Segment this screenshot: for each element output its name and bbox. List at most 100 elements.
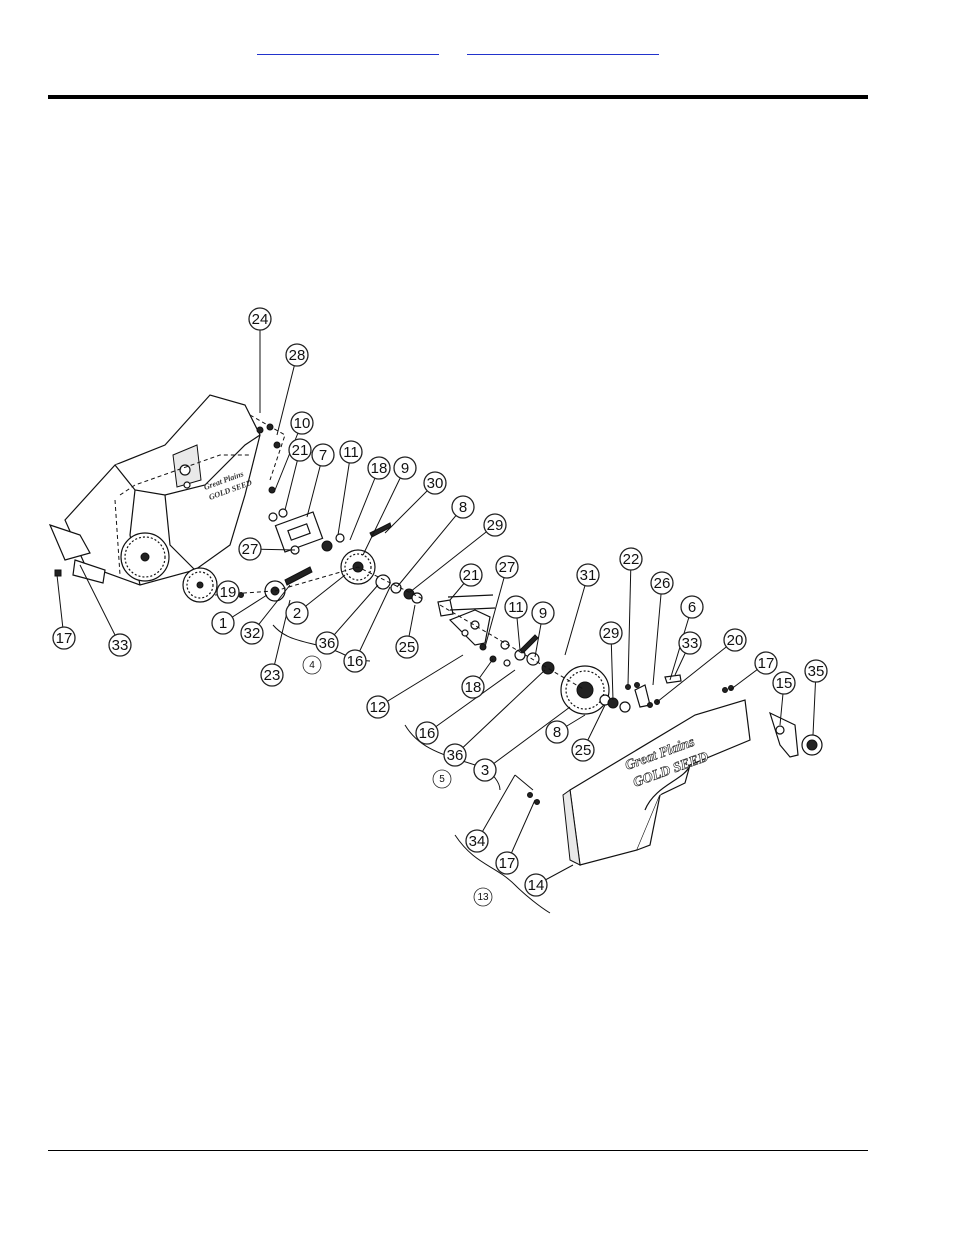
assembly-callout-circle <box>302 655 322 675</box>
callout-leader-28 <box>276 354 298 436</box>
callout-number: 16 <box>419 725 436 742</box>
part-callout-3: 3 <box>473 758 497 782</box>
callout-circle <box>524 873 548 897</box>
callout-leader-33 <box>79 564 121 646</box>
part-callout-8: 8 <box>451 495 475 519</box>
callout-leader-27 <box>484 566 508 648</box>
callout-number: 11 <box>508 599 524 616</box>
callout-number: 30 <box>427 475 444 492</box>
part-callout-20: 20 <box>723 628 747 652</box>
part-callout-7: 7 <box>311 443 335 467</box>
callout-number: 25 <box>575 742 592 759</box>
assembly-callout-number: 5 <box>439 774 445 785</box>
callout-number: 27 <box>242 541 259 558</box>
callout-number: 28 <box>289 347 306 364</box>
callout-circle <box>443 743 467 767</box>
part-callout-10: 10 <box>290 411 314 435</box>
callout-circle <box>285 601 309 625</box>
callout-number: 29 <box>487 517 504 534</box>
callout-number: 18 <box>371 460 388 477</box>
part-callout-18: 18 <box>461 675 485 699</box>
callout-circle <box>311 443 335 467</box>
callout-leader-12 <box>377 654 464 708</box>
part-callout-22: 22 <box>619 547 643 571</box>
part-callout-35: 35 <box>804 659 828 683</box>
right-bracket-hardware <box>625 674 823 758</box>
part-callout-16: 16 <box>415 721 439 745</box>
part-callout-17: 17 <box>495 851 519 875</box>
callout-number: 25 <box>399 639 416 656</box>
part-callout-32: 32 <box>240 621 264 645</box>
part-callout-17: 17 <box>754 651 778 675</box>
callout-circle <box>395 635 419 659</box>
callout-leader-31 <box>564 574 589 656</box>
callout-circle <box>678 631 702 655</box>
part-callout-16: 16 <box>343 649 367 673</box>
callout-circle <box>723 628 747 652</box>
part-callout-11: 11 <box>504 595 528 619</box>
callout-circle <box>108 633 132 657</box>
callout-circle <box>495 555 519 579</box>
callout-circle <box>367 456 391 480</box>
callout-leader-36 <box>454 669 546 756</box>
callout-leader-26 <box>652 582 663 686</box>
callout-circle <box>238 537 262 561</box>
assembly-callout-circle <box>432 769 452 789</box>
callout-number: 9 <box>401 460 409 477</box>
callout-number: 10 <box>294 415 311 432</box>
callout-circle <box>415 721 439 745</box>
callout-circle <box>366 695 390 719</box>
callout-number: 33 <box>682 635 699 652</box>
callout-number: 36 <box>319 635 336 652</box>
part-callout-29: 29 <box>599 621 623 645</box>
callout-circle <box>339 440 363 464</box>
callout-number: 1 <box>219 615 227 632</box>
callout-circle <box>315 631 339 655</box>
part-callout-36: 36 <box>315 631 339 655</box>
part-callout-9: 9 <box>531 601 555 625</box>
callout-circle <box>451 495 475 519</box>
callout-circle <box>473 758 497 782</box>
callout-number: 32 <box>244 625 261 642</box>
callout-number: 15 <box>776 675 793 692</box>
callout-circle <box>285 343 309 367</box>
callout-number: 26 <box>654 575 671 592</box>
idler-assembly-2 <box>437 594 631 715</box>
callout-number: 16 <box>347 653 364 670</box>
callout-circle <box>216 580 240 604</box>
callout-circle <box>804 659 828 683</box>
callout-number: 29 <box>603 625 620 642</box>
callout-number: 21 <box>463 567 480 584</box>
part-callout-11: 11 <box>339 440 363 464</box>
callout-circle <box>754 651 778 675</box>
callout-circle <box>459 563 483 587</box>
callout-circle <box>248 307 272 331</box>
assembly-callout-5: 5 <box>432 769 452 789</box>
callout-circle <box>504 595 528 619</box>
seed-box-drawing: Great Plains GOLD SEED <box>48 394 286 603</box>
callout-number: 35 <box>808 663 825 680</box>
part-callout-27: 27 <box>238 537 262 561</box>
callout-number: 17 <box>499 855 516 872</box>
callout-circle <box>680 595 704 619</box>
callout-number: 6 <box>688 599 696 616</box>
callout-circle <box>495 851 519 875</box>
part-callout-2: 2 <box>285 601 309 625</box>
part-callout-21: 21 <box>288 438 312 462</box>
callout-circle <box>483 513 507 537</box>
part-callout-31: 31 <box>576 563 600 587</box>
callout-number: 2 <box>293 605 301 622</box>
callout-number: 8 <box>459 499 467 516</box>
callout-circle <box>288 438 312 462</box>
callout-circle <box>650 571 674 595</box>
part-callout-23: 23 <box>260 663 284 687</box>
next-page-link[interactable] <box>467 36 659 55</box>
callout-number: 9 <box>539 605 547 622</box>
part-callout-36: 36 <box>443 743 467 767</box>
callout-leader-11 <box>337 451 352 536</box>
exploded-parts-diagram: Great Plains GOLD SEED <box>45 295 835 915</box>
part-callout-18: 18 <box>367 456 391 480</box>
callout-number: 8 <box>553 724 561 741</box>
callout-leader-36 <box>326 584 379 644</box>
previous-page-link[interactable] <box>257 36 439 55</box>
